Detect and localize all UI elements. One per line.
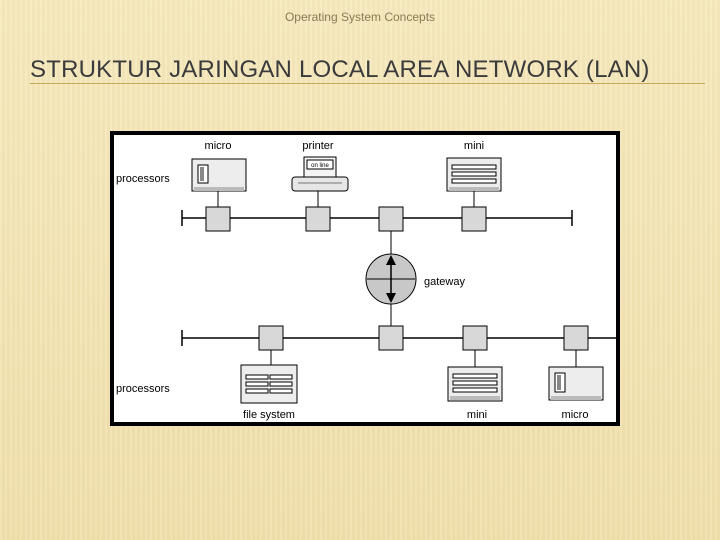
file-system-icon xyxy=(241,365,297,403)
bottom-connector-mini xyxy=(463,326,487,350)
mini-computer-icon xyxy=(448,367,502,401)
printer-icon: on line xyxy=(292,157,348,191)
slide-title: STRUKTUR JARINGAN LOCAL AREA NETWORK (LA… xyxy=(30,56,650,84)
printer-screen-text: on line xyxy=(311,163,329,169)
mini-computer-icon xyxy=(447,158,501,191)
micro-computer-icon xyxy=(549,367,603,400)
top-connector-printer xyxy=(306,207,330,231)
network-diagram-frame: processors processors micro printer on l… xyxy=(110,131,620,426)
title-underline xyxy=(30,83,705,84)
top-connector-micro xyxy=(206,207,230,231)
slide-header: Operating System Concepts xyxy=(0,10,720,24)
lan-diagram: processors processors micro printer on l… xyxy=(114,135,616,422)
bottom-connector-gateway xyxy=(379,326,403,350)
top-node-label-printer: printer xyxy=(302,140,334,152)
bottom-node-label-micro: micro xyxy=(562,409,589,421)
top-bus xyxy=(182,210,572,226)
micro-computer-icon xyxy=(192,159,246,191)
bottom-node-label-file-system: file system xyxy=(243,409,295,421)
gateway-label: gateway xyxy=(424,276,465,288)
bottom-connector-micro xyxy=(564,326,588,350)
gateway-icon xyxy=(366,254,416,304)
bottom-processors-label: processors xyxy=(116,383,170,395)
bottom-node-label-mini: mini xyxy=(467,409,487,421)
top-connector-gateway xyxy=(379,207,403,231)
top-processors-label: processors xyxy=(116,173,170,185)
top-node-label-micro: micro xyxy=(205,140,232,152)
bottom-connector-file-system xyxy=(259,326,283,350)
top-node-label-mini: mini xyxy=(464,140,484,152)
top-connector-mini xyxy=(462,207,486,231)
